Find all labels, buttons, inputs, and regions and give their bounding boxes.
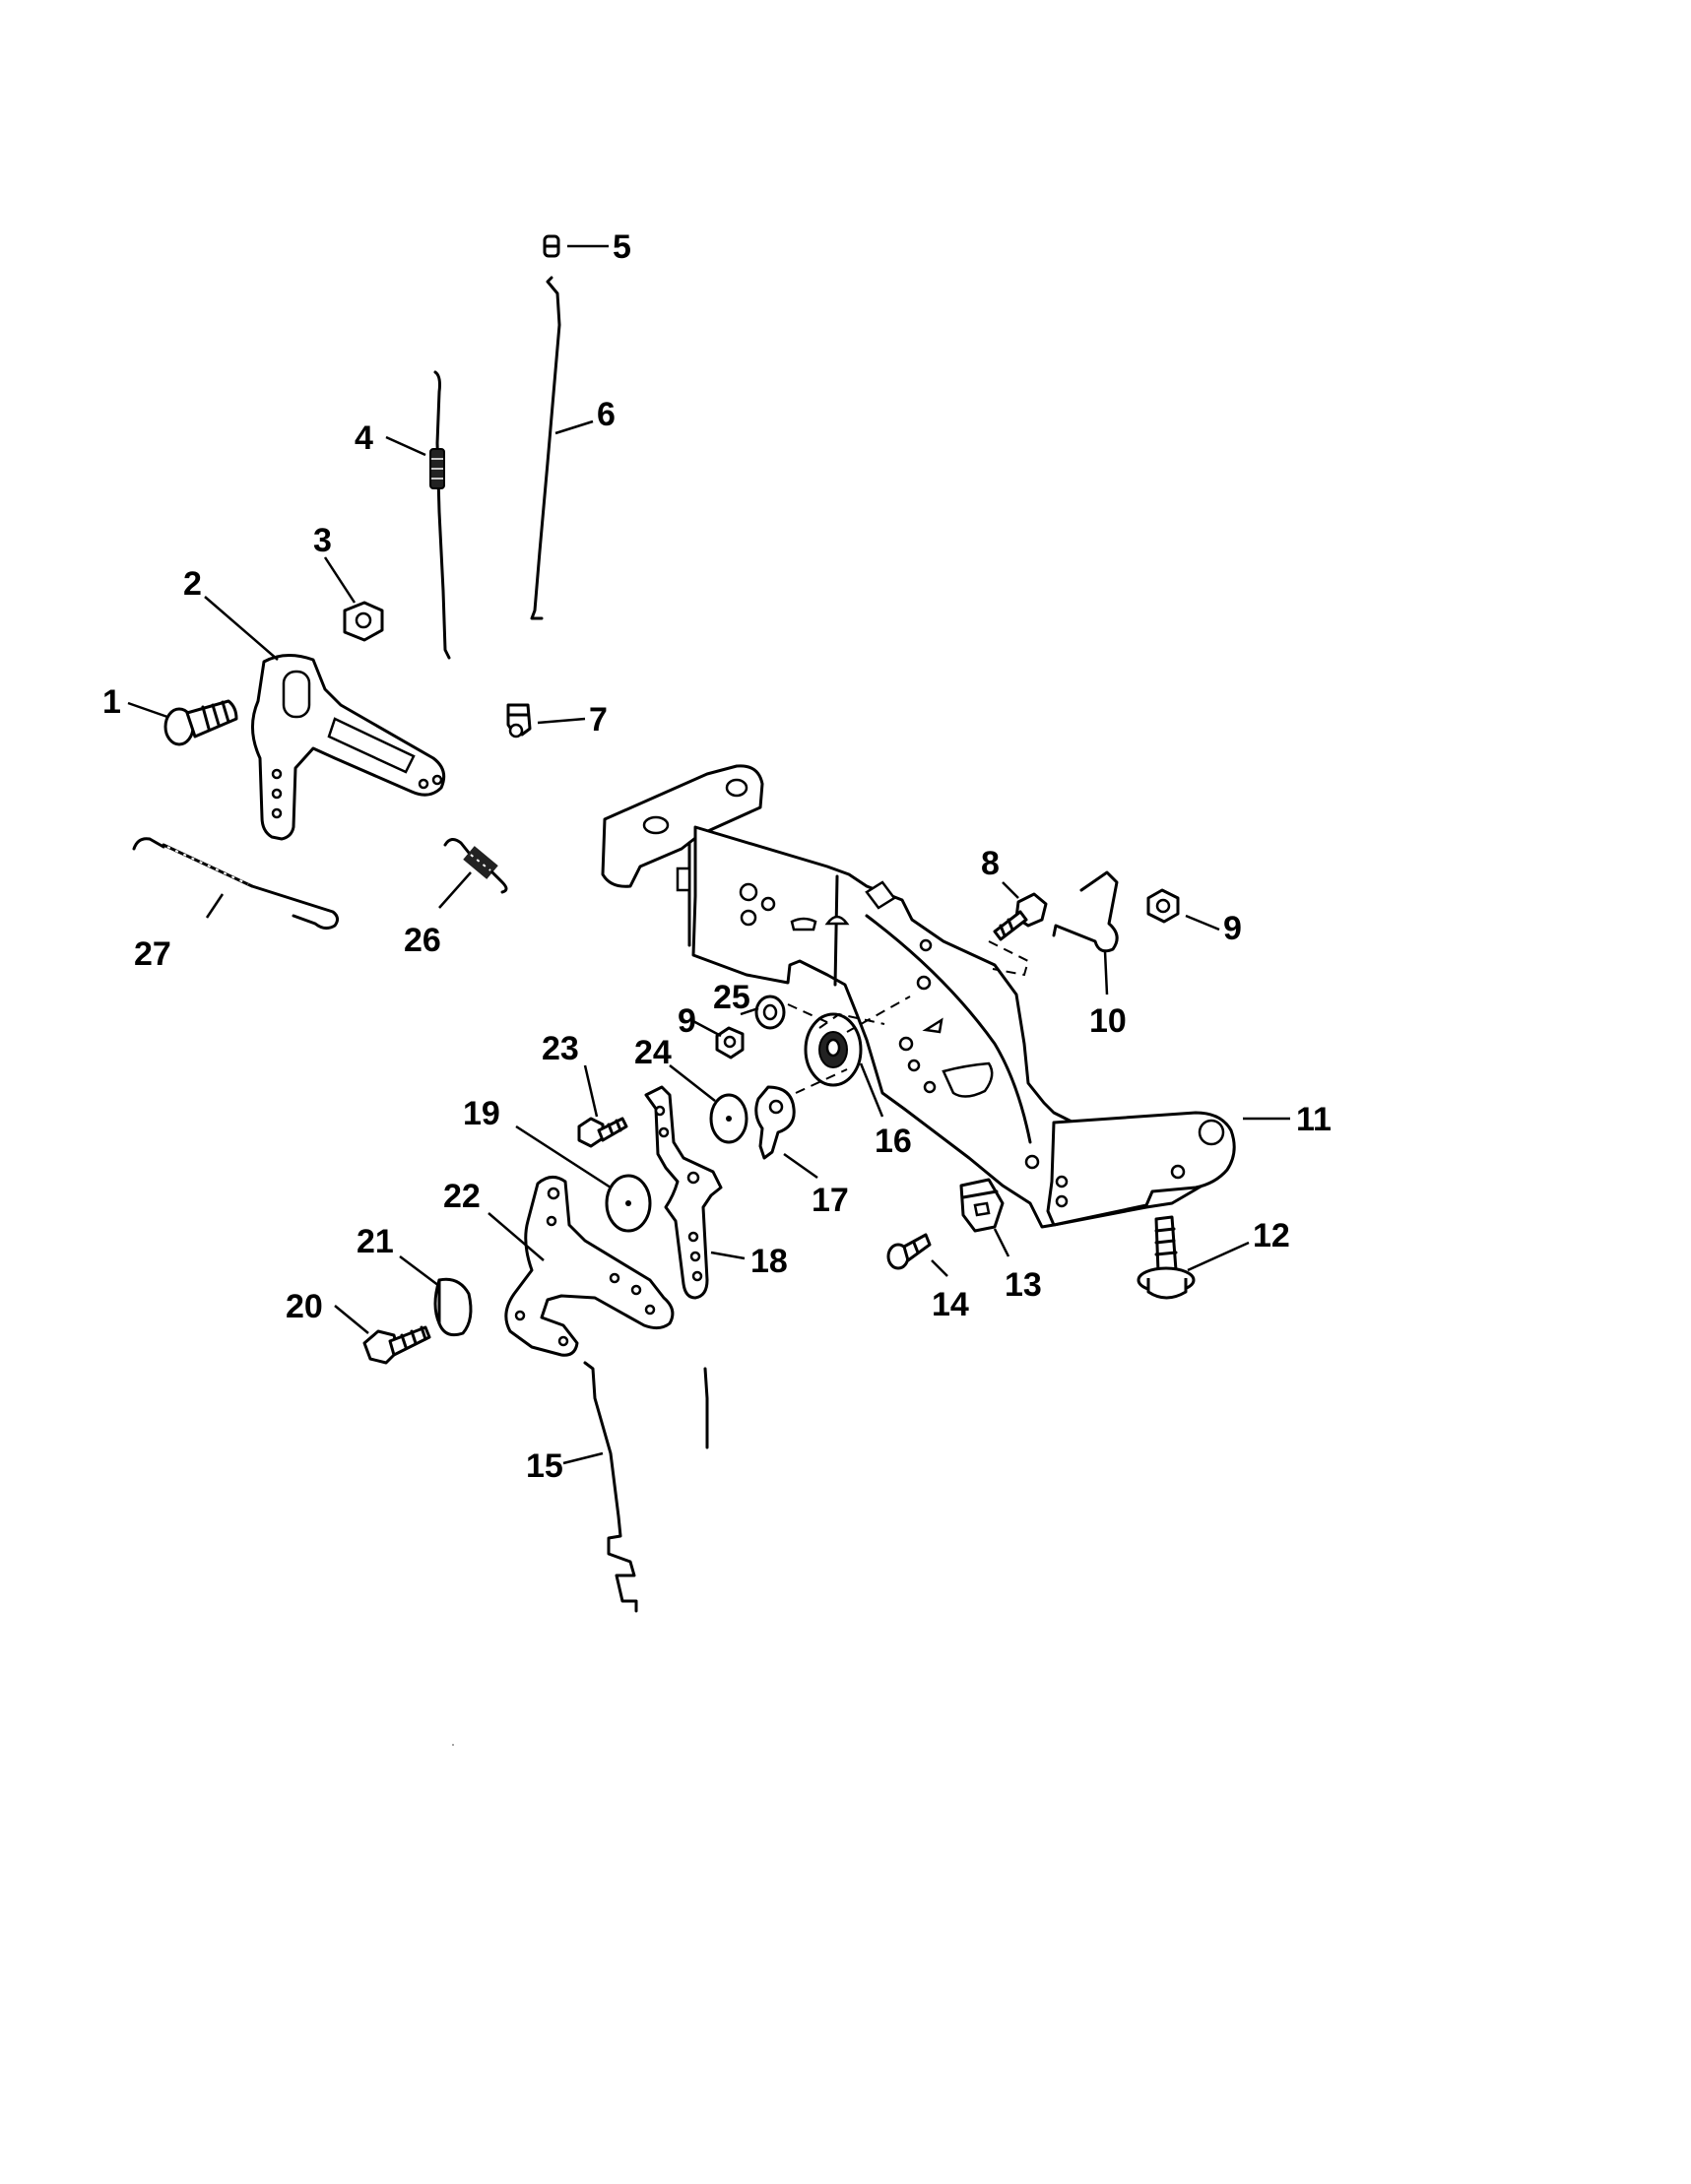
callout-9-center: 9 (678, 1002, 696, 1040)
callout-21: 21 (357, 1223, 394, 1260)
part-10-wire-spring (1052, 870, 1119, 953)
callout-7: 7 (589, 701, 608, 739)
part-21-cam (433, 1277, 473, 1337)
part-23-screw (577, 1117, 628, 1148)
part-5-cap (543, 234, 560, 258)
callout-18: 18 (750, 1243, 788, 1280)
callout-22: 22 (443, 1178, 481, 1215)
callout-11: 11 (1296, 1101, 1332, 1138)
part-7-clip (506, 703, 532, 739)
part-22-lower-bracket (504, 1176, 675, 1357)
part-15-rod (583, 1361, 709, 1613)
part-8-screw (993, 892, 1048, 941)
part-9-nut-center (715, 1026, 745, 1060)
callout-13: 13 (1005, 1266, 1042, 1304)
callout-10: 10 (1089, 1002, 1127, 1040)
part-19-washer (605, 1174, 652, 1233)
part-9-nut-right (1146, 888, 1180, 924)
part-17-lever (754, 1085, 796, 1160)
part-2-lever-bracket (251, 654, 446, 841)
callout-3: 3 (313, 522, 332, 559)
part-26-spring (443, 838, 508, 894)
part-18-throttle-lever (644, 1085, 723, 1300)
callout-26: 26 (404, 922, 441, 959)
callout-2: 2 (183, 565, 202, 603)
part-27-spring (132, 837, 340, 931)
part-24-washer (709, 1093, 748, 1144)
alignment-lines (787, 940, 1030, 1094)
callout-9-right: 9 (1223, 910, 1242, 947)
callout-12: 12 (1253, 1217, 1290, 1254)
part-13-clip (959, 1178, 1005, 1233)
callout-17: 17 (812, 1182, 849, 1219)
callout-labels: 5 6 4 3 2 1 7 27 26 8 9 10 11 12 13 14 1… (102, 228, 1332, 1485)
callout-25: 25 (713, 979, 750, 1016)
part-3-nut (343, 601, 384, 642)
callout-16: 16 (875, 1123, 912, 1160)
part-14-screw (886, 1233, 932, 1270)
callout-23: 23 (542, 1030, 579, 1067)
callout-20: 20 (286, 1288, 323, 1325)
part-25-spacer (754, 995, 786, 1030)
callout-15: 15 (526, 1447, 563, 1485)
part-16-washer (804, 1012, 863, 1087)
callout-24: 24 (634, 1034, 672, 1071)
callout-27: 27 (134, 935, 171, 973)
part-6-rod (530, 276, 561, 620)
callout-8: 8 (981, 845, 1000, 882)
callout-19: 19 (463, 1095, 500, 1132)
part-1-bolt (163, 699, 238, 746)
callout-5: 5 (613, 228, 631, 266)
callout-4: 4 (355, 419, 373, 457)
part-4-link (429, 370, 451, 660)
callout-1: 1 (102, 683, 121, 721)
stray-dot (452, 1744, 454, 1746)
callout-14: 14 (932, 1286, 969, 1323)
callout-6: 6 (597, 396, 616, 433)
part-12-bolt (1137, 1215, 1196, 1300)
part-11-control-bracket (601, 764, 1236, 1229)
leader-lines (127, 244, 1290, 1465)
part-20-bolt (362, 1325, 431, 1365)
